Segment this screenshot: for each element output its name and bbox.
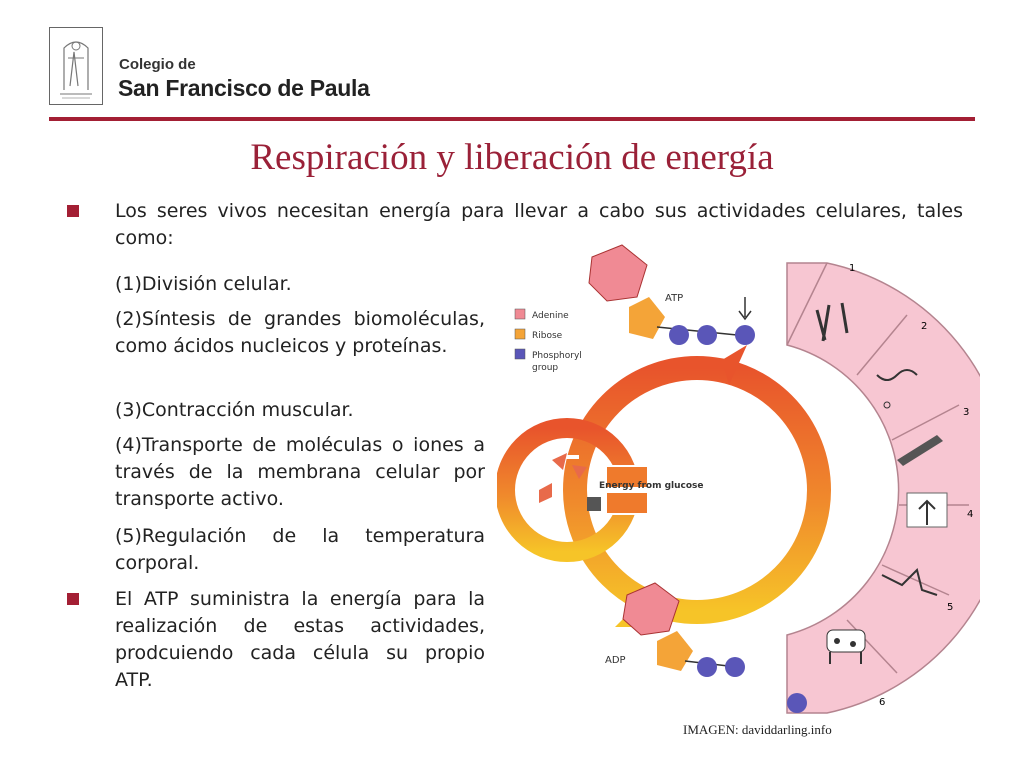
logo-text-line2: San Francisco de Paula (118, 75, 370, 101)
energy-from-glucose-label: Energy from glucose (599, 481, 704, 491)
legend-adenine: Adenine (532, 311, 569, 321)
panel-number: 4 (967, 509, 973, 520)
panel-number: 2 (921, 321, 927, 332)
atp-paragraph: El ATP suministra la energía para la rea… (115, 588, 485, 691)
glucose-fragments (539, 453, 601, 511)
panel-numbers: 1 2 3 4 5 6 (849, 263, 973, 708)
adp-molecule (622, 582, 807, 713)
activity-item-4: (4)Transporte de moléculas o iones a tra… (115, 434, 485, 510)
square-bullet-icon (67, 593, 79, 605)
legend-phosphoryl: Phosphoryl (532, 351, 582, 361)
activity-item-5: (5)Regulación de la temperatura corporal… (115, 525, 485, 574)
school-crest-logo (49, 27, 103, 105)
panel-number: 1 (849, 263, 855, 274)
panel-number: 3 (963, 407, 969, 418)
image-credit-caption: IMAGEN: daviddarling.info (683, 722, 832, 737)
intro-paragraph: Los seres vivos necesitan energía para l… (115, 200, 963, 249)
title-divider (49, 117, 975, 121)
crest-emblem-icon (60, 41, 92, 99)
logo-text-line1: Colegio de (119, 56, 196, 73)
activity-panels-arc (786, 262, 1011, 714)
legend-group: group (532, 363, 558, 373)
atp-label: ATP (665, 293, 683, 304)
slide-title: Respiración y liberación de energía (250, 137, 774, 178)
atp-molecule (588, 244, 755, 345)
legend-ribose: Ribose (532, 331, 563, 341)
activity-item-1: (1)División celular. (115, 273, 292, 295)
adp-label: ADP (605, 655, 626, 666)
panel-number: 5 (947, 602, 953, 613)
panel-number: 6 (879, 697, 885, 708)
atp-cycle-figure: 1 2 3 4 5 6 Energy from glucose (495, 235, 1011, 720)
activity-item-2: (2)Síntesis de grandes biomoléculas, com… (115, 308, 485, 357)
atp-cycle-diagram: 1 2 3 4 5 6 Energy from glucose (495, 244, 1011, 714)
molecule-legend: Adenine Ribose Phosphoryl group (514, 308, 582, 373)
square-bullet-icon (67, 205, 79, 217)
activity-item-3: (3)Contracción muscular. (115, 399, 354, 421)
